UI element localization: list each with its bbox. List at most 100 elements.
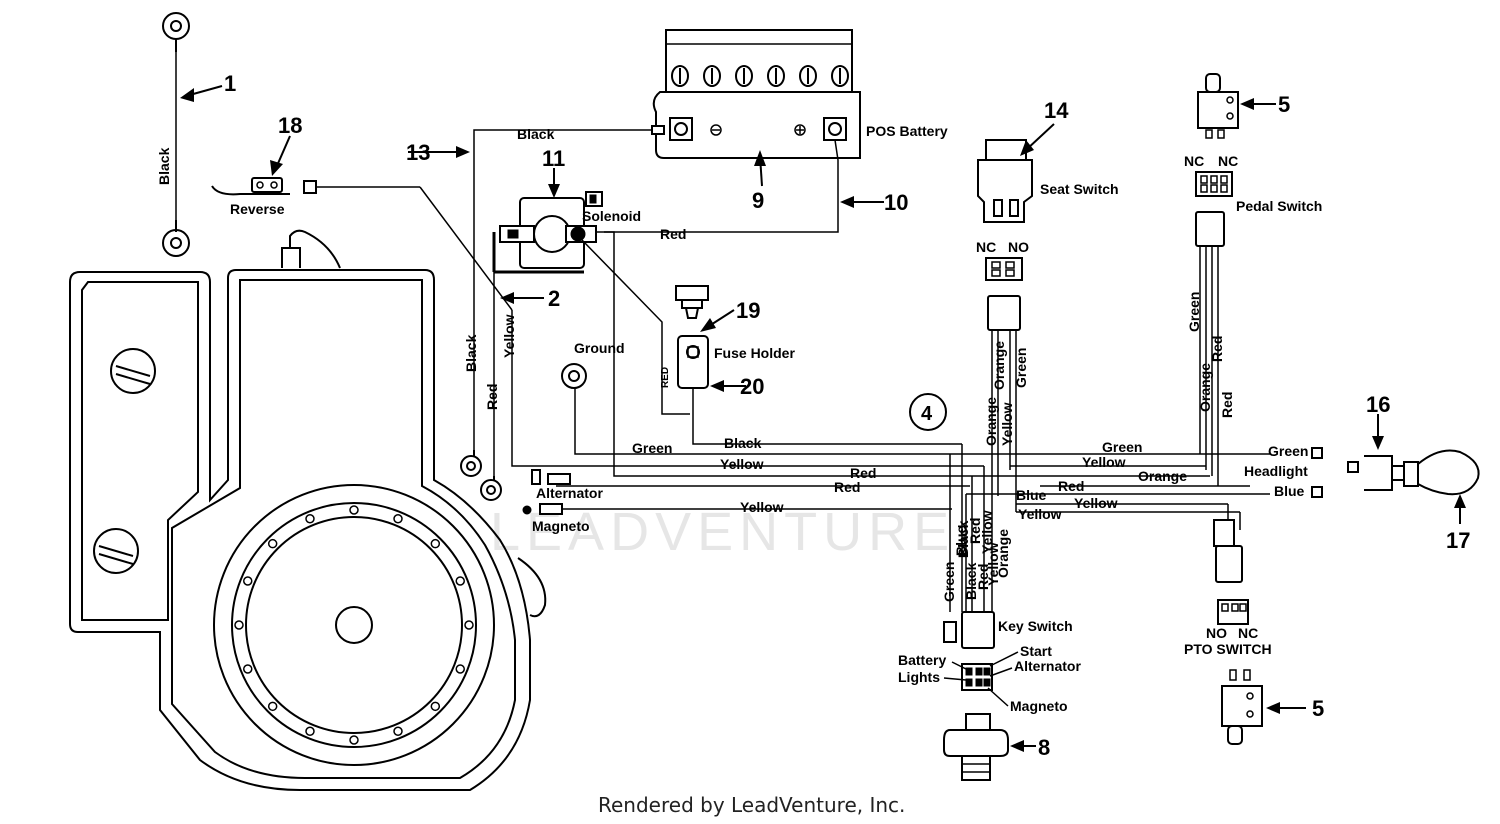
label-seat-no: NO bbox=[1008, 239, 1029, 255]
label-battery-term: Battery bbox=[898, 652, 946, 668]
flywheel-bolt bbox=[243, 576, 253, 586]
wire-red-main bbox=[604, 231, 1210, 477]
arrowhead bbox=[180, 88, 194, 102]
red-ring-terminal bbox=[480, 479, 502, 501]
battery-cell-cap bbox=[831, 65, 849, 87]
label-magneto: Magneto bbox=[532, 518, 590, 534]
callout-5-bottom: 5 bbox=[1312, 696, 1324, 721]
alternator-connector-plug bbox=[531, 469, 541, 485]
label-seat-switch: Seat Switch bbox=[1040, 181, 1119, 197]
flywheel-bolt bbox=[305, 514, 315, 524]
label-red-solenoid: Red bbox=[660, 226, 686, 242]
label-fuse-holder: Fuse Holder bbox=[714, 345, 795, 361]
headlight-socket-part-16 bbox=[1347, 455, 1404, 491]
label-key-black2: Black bbox=[955, 520, 971, 558]
credit-text: Rendered by LeadVenture, Inc. bbox=[598, 793, 905, 817]
label-yellow-left: Yellow bbox=[501, 314, 517, 358]
callout-14: 14 bbox=[1044, 98, 1069, 123]
callout-18: 18 bbox=[278, 113, 302, 138]
flywheel-bolt bbox=[464, 620, 474, 630]
battery-cell-cap bbox=[671, 65, 689, 87]
label-orange-right: Orange bbox=[1138, 468, 1187, 484]
flywheel-bolt bbox=[267, 538, 278, 549]
flywheel-bolts bbox=[234, 505, 474, 745]
arrowhead bbox=[270, 160, 283, 176]
label-pedal-switch: Pedal Switch bbox=[1236, 198, 1322, 214]
label-seat-orange1: Orange bbox=[983, 397, 999, 446]
battery-cell-cap bbox=[703, 65, 721, 87]
flywheel-bolt bbox=[455, 576, 465, 586]
label-black-main: Black bbox=[724, 435, 762, 451]
flywheel-bolt bbox=[349, 505, 359, 515]
label-start-term: Start bbox=[1020, 643, 1052, 659]
callout-4: 4 bbox=[921, 403, 933, 425]
battery-cell-caps bbox=[671, 65, 849, 87]
callout-5-top: 5 bbox=[1278, 92, 1290, 117]
arrowhead bbox=[1454, 494, 1466, 508]
label-reverse: Reverse bbox=[230, 201, 285, 217]
label-key-yellow2: Yellow bbox=[979, 510, 995, 554]
battery-cell-cap bbox=[735, 65, 753, 87]
label-red-pedal1: Red bbox=[1209, 336, 1225, 362]
label-key-black: Black bbox=[963, 562, 979, 600]
callout-10: 10 bbox=[884, 190, 908, 215]
label-red-fuse: RED bbox=[660, 367, 671, 388]
pedal-switch-part-5 bbox=[1197, 73, 1239, 139]
arrowhead bbox=[1240, 98, 1254, 110]
label-orange-pedal: Orange bbox=[1197, 363, 1213, 412]
label-yellow-mid: Yellow bbox=[1074, 495, 1118, 511]
key-switch-part-8 bbox=[943, 713, 1009, 781]
arrowhead bbox=[548, 184, 560, 198]
flywheel-bolt bbox=[393, 514, 403, 524]
label-yellow-right: Yellow bbox=[1082, 454, 1126, 470]
label-solenoid: Solenoid bbox=[582, 208, 641, 224]
callout-16: 16 bbox=[1366, 392, 1390, 417]
solenoid-part-11: Solenoid bbox=[492, 191, 641, 274]
label-black-left: Black bbox=[463, 334, 479, 372]
label-pedal-nc1: NC bbox=[1184, 153, 1204, 169]
label-blue-head: Blue bbox=[1274, 483, 1305, 499]
seat-switch-plug bbox=[985, 257, 1023, 281]
label-key-red: Red bbox=[975, 564, 991, 590]
label-key-switch: Key Switch bbox=[998, 618, 1073, 634]
seat-switch-part-14: Seat Switch bbox=[977, 139, 1119, 223]
label-blue-mid: Blue bbox=[1016, 487, 1047, 503]
label-key-red2: Red bbox=[967, 518, 983, 544]
label-yellow-low: Yellow bbox=[1018, 506, 1062, 522]
flywheel-bolt bbox=[393, 726, 403, 736]
pto-harness-connector bbox=[1215, 545, 1243, 583]
label-seat-yellow: Yellow bbox=[999, 402, 1015, 446]
watermark: LEADVENTURE bbox=[490, 502, 955, 562]
callout-9: 9 bbox=[752, 188, 764, 213]
wire-green-main bbox=[574, 388, 950, 455]
label-key-yellow: Yellow bbox=[985, 542, 1001, 586]
fuse-holder-part-20: Fuse Holder bbox=[677, 335, 795, 389]
arrowhead bbox=[840, 196, 854, 208]
magneto-connector-dot bbox=[522, 505, 532, 515]
pto-switch-part-5 bbox=[1221, 669, 1263, 745]
label-red-main2: Red bbox=[834, 479, 860, 495]
arrowhead bbox=[1266, 702, 1280, 714]
callout-8: 8 bbox=[1038, 735, 1050, 760]
label-lights-term: Lights bbox=[898, 669, 940, 685]
wire-red-fuse bbox=[581, 239, 690, 415]
key-switch-side-plug bbox=[943, 621, 957, 643]
arrowhead bbox=[500, 292, 514, 304]
arrowhead bbox=[456, 146, 470, 158]
label-seat-green: Green bbox=[1013, 348, 1029, 388]
label-yellow-magneto: Yellow bbox=[740, 499, 784, 515]
callout-19: 19 bbox=[736, 298, 760, 323]
label-seat-orange2: Orange bbox=[991, 341, 1007, 390]
flywheel-bolt bbox=[430, 701, 441, 712]
flywheel-bolt bbox=[349, 735, 359, 745]
label-yellow-main: Yellow bbox=[720, 456, 764, 472]
key-switch-harness-connector bbox=[961, 611, 995, 649]
battery-part-9: POS Battery bbox=[652, 29, 948, 159]
arrowhead bbox=[1372, 436, 1384, 450]
flywheel-bolt bbox=[455, 664, 465, 674]
label-key-orange: Orange bbox=[995, 529, 1011, 578]
ground-cable-part-1: Black bbox=[156, 12, 190, 257]
pedal-harness-connector bbox=[1195, 211, 1225, 247]
seat-harness-connector bbox=[987, 295, 1021, 331]
arrowhead bbox=[1020, 140, 1034, 156]
